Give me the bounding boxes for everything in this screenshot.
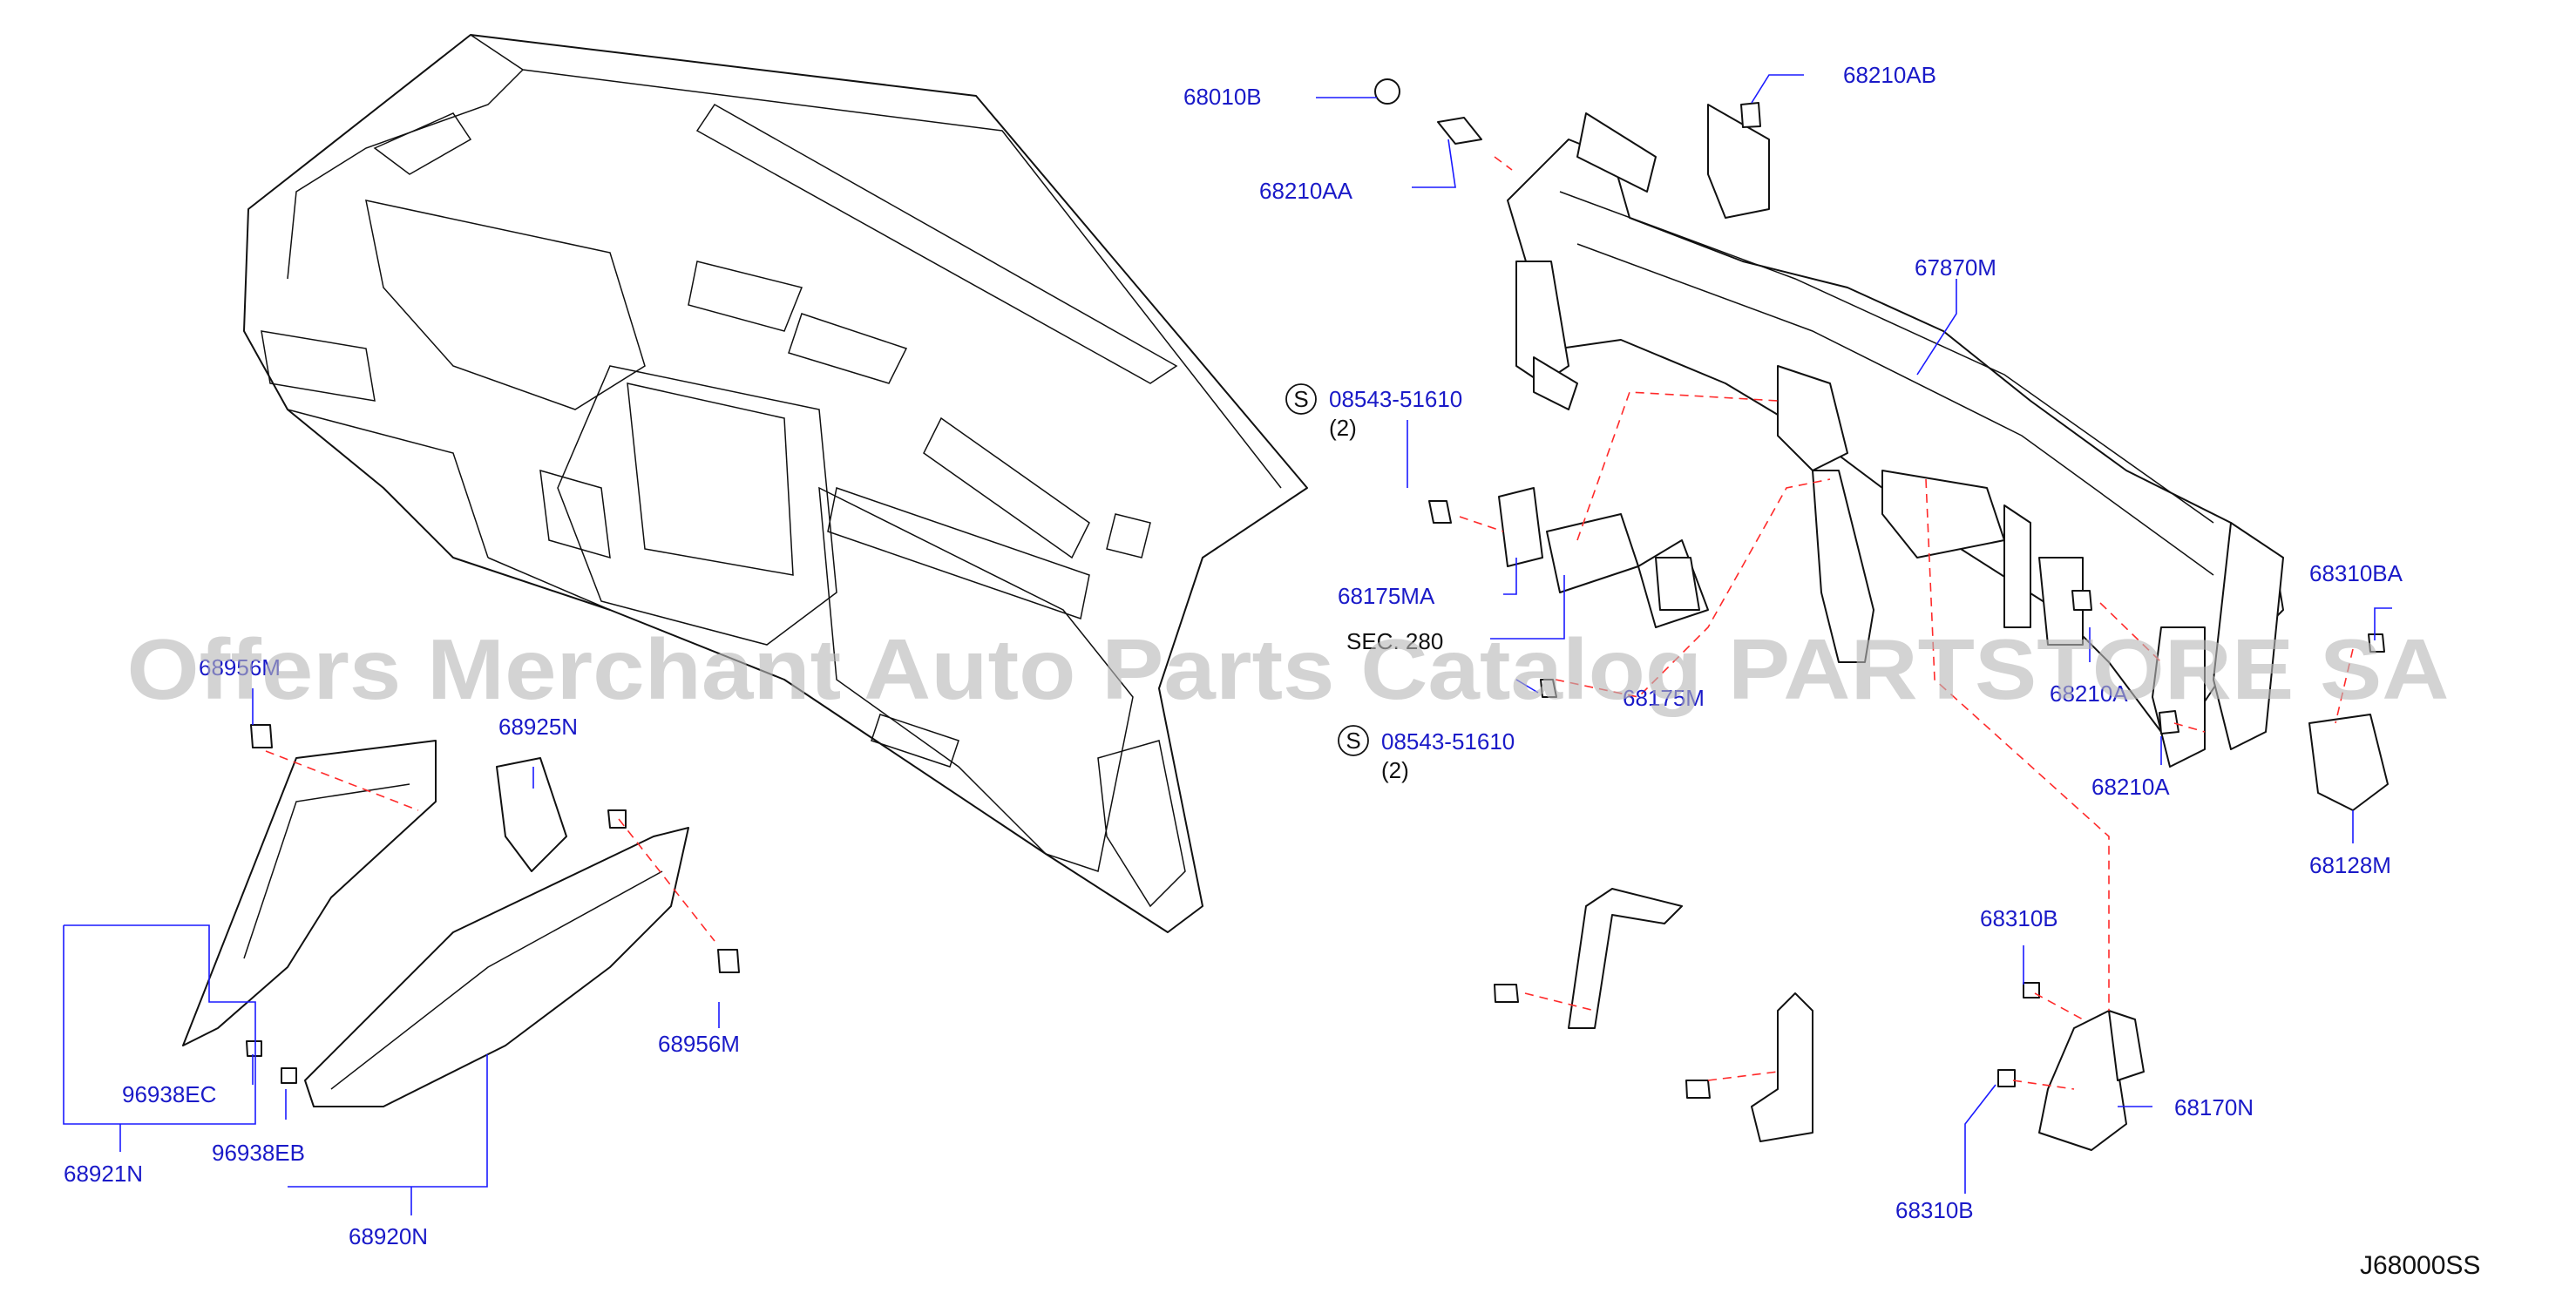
callout-68175m: 68175M (1623, 685, 1705, 711)
watermark-text: Offers Merchant Auto Parts Catalog PARTS… (127, 621, 2450, 717)
callout-68010b: 68010B (1183, 84, 1262, 110)
callout-68920n: 68920N (349, 1223, 428, 1249)
callout-bolt-top: 08543-51610 (1329, 386, 1462, 412)
callout-68175ma: 68175MA (1338, 583, 1435, 609)
dashed-alignment-lines (265, 156, 2354, 1090)
callout-67870m: 67870M (1915, 254, 1996, 281)
callout-68210aa: 68210AA (1259, 178, 1353, 204)
side-cover-drawings (182, 740, 689, 1107)
s-marker-top: S (1285, 383, 1317, 415)
leader-lines (63, 74, 2392, 1215)
callout-bolt-bottom: 08543-51610 (1381, 728, 1515, 755)
fasteners (246, 78, 2385, 1099)
instrument-panel-drawing (243, 34, 1308, 933)
callout-68925n: 68925N (498, 714, 578, 740)
s-marker-top-label: S (1293, 386, 1308, 412)
diagram-code: J68000SS (2360, 1251, 2480, 1280)
callout-bolt-bottom-qty: (2) (1381, 757, 1409, 783)
s-marker-bottom-label: S (1346, 728, 1360, 754)
s-marker-bottom: S (1338, 725, 1369, 756)
callout-68956m-lower: 68956M (658, 1031, 740, 1057)
callout-68310b-upper: 68310B (1980, 905, 2058, 931)
callout-68210a-lower: 68210A (2091, 774, 2170, 800)
callout-68921n: 68921N (64, 1161, 143, 1187)
callout-68128m: 68128M (2309, 852, 2391, 878)
bracket-drawings (1498, 487, 1709, 628)
callout-96938eb: 96938EB (212, 1140, 305, 1166)
callout-96938ec: 96938EC (122, 1081, 216, 1107)
callout-68310ba: 68310BA (2309, 560, 2403, 586)
callout-68956m-upper: 68956M (199, 654, 281, 680)
callout-68210ab: 68210AB (1843, 62, 1936, 88)
callout-68310b-lower: 68310B (1895, 1197, 1974, 1223)
callout-bolt-top-qty: (2) (1329, 415, 1357, 441)
callout-68210a-upper: 68210A (2050, 680, 2128, 707)
lower-bracket-drawings (1568, 888, 2145, 1151)
bracket-68128m-drawing (2308, 714, 2389, 811)
callout-sec-ref: SEC. 280 (1346, 628, 1443, 654)
callout-68170n: 68170N (2174, 1094, 2254, 1120)
